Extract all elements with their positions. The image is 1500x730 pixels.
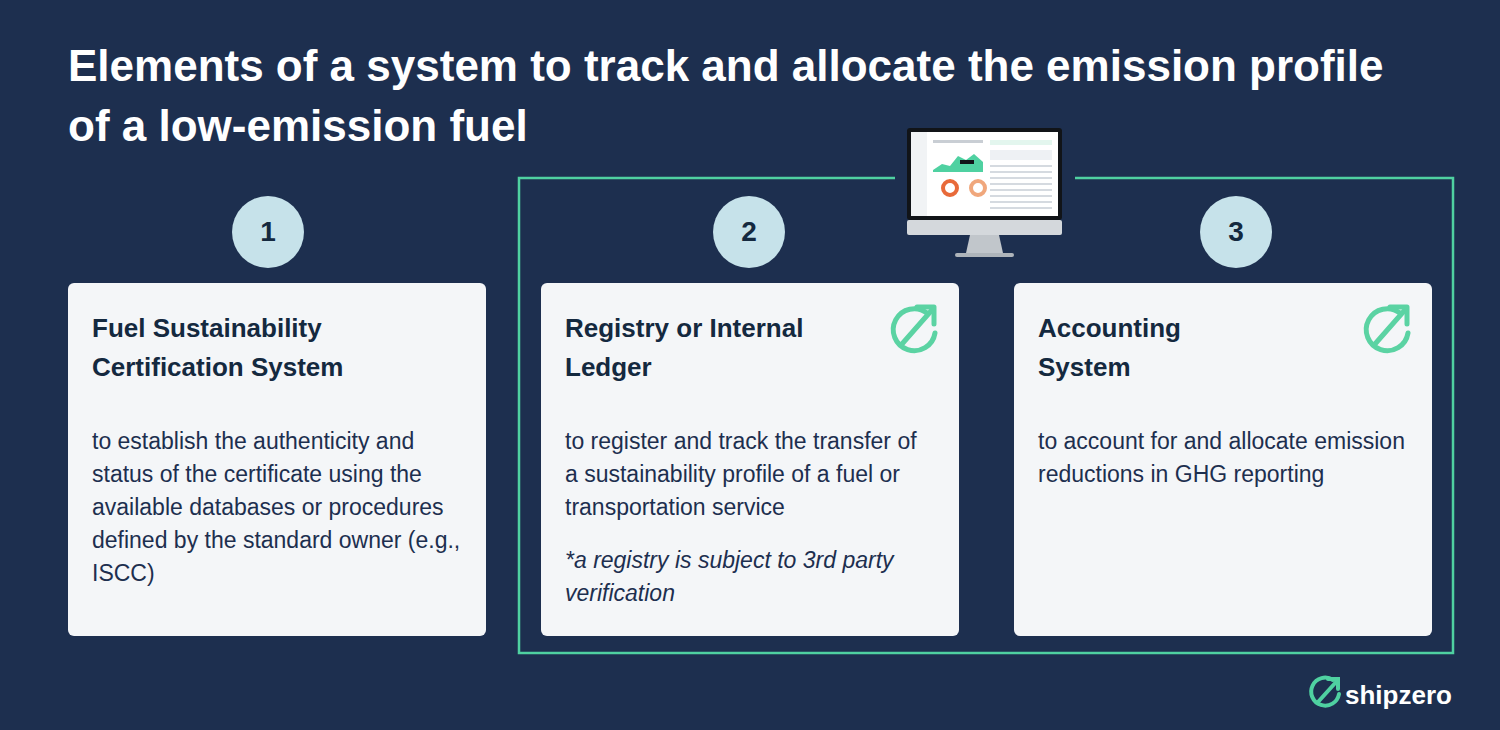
diagram-title: Elements of a system to track and alloca… bbox=[68, 36, 1388, 156]
brand-wordmark: shipzero bbox=[1345, 680, 1452, 710]
card-description: to establish the authenticity and status… bbox=[92, 425, 462, 590]
step-number: 3 bbox=[1228, 216, 1244, 248]
step-number-circle: 2 bbox=[713, 196, 785, 268]
card-heading: Fuel Sustainability Certification System bbox=[92, 309, 412, 387]
element-card: Registry or Internal Ledger to register a… bbox=[541, 283, 959, 636]
step-number: 2 bbox=[741, 216, 757, 248]
card-description: to account for and allocate emission red… bbox=[1038, 425, 1408, 491]
card-description: to register and track the transfer of a … bbox=[565, 425, 935, 524]
monitor-illustration bbox=[895, 125, 1075, 257]
step-number-circle: 1 bbox=[232, 196, 304, 268]
card-heading: Accounting System bbox=[1038, 309, 1248, 387]
card-heading: Registry or Internal Ledger bbox=[565, 309, 835, 387]
shipzero-logo-icon bbox=[1311, 678, 1339, 706]
element-card: Accounting System to account for and allo… bbox=[1014, 283, 1432, 636]
element-card: Fuel Sustainability Certification System… bbox=[68, 283, 486, 636]
card-note: *a registry is subject to 3rd party veri… bbox=[565, 544, 935, 610]
step-number-circle: 3 bbox=[1200, 196, 1272, 268]
step-number: 1 bbox=[260, 216, 276, 248]
group-outline bbox=[519, 178, 1453, 653]
